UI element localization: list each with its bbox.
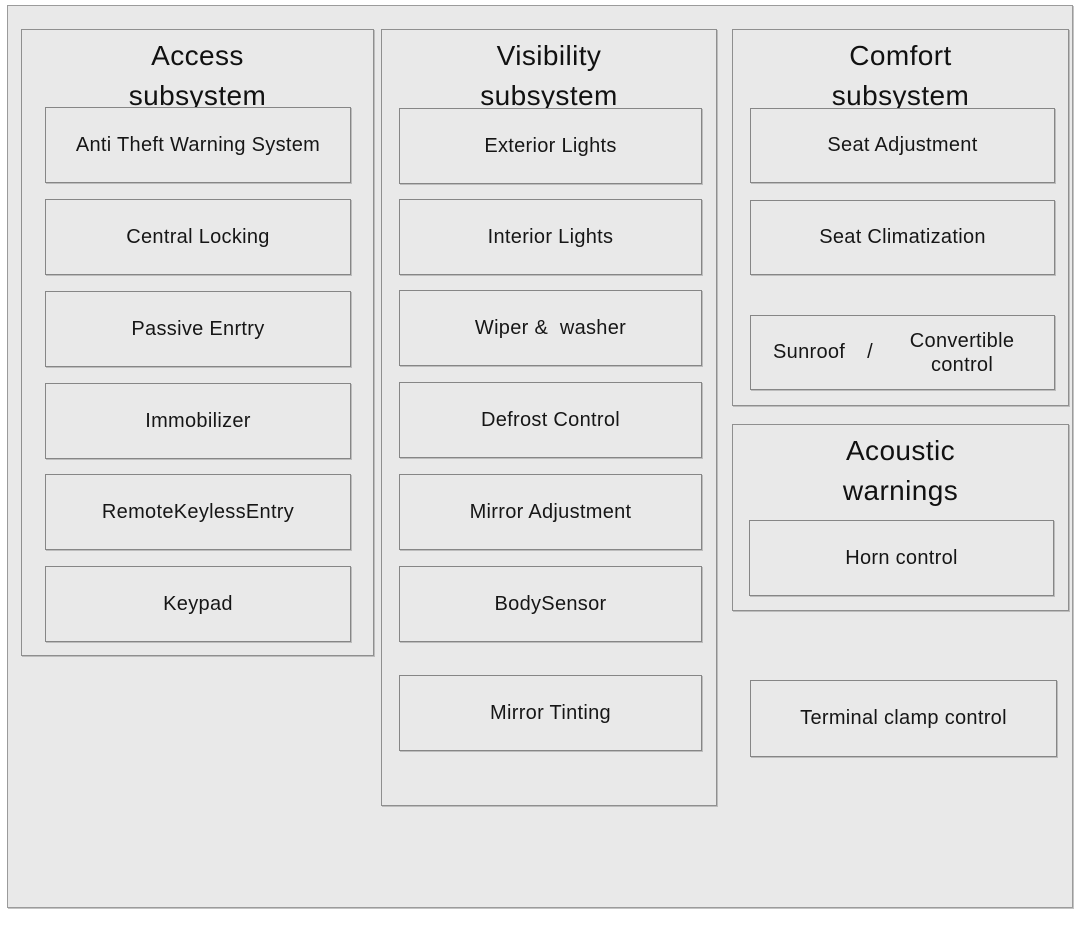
block-label: Central Locking bbox=[126, 225, 270, 248]
block-label: Wiper & washer bbox=[474, 316, 627, 339]
visibility-subsystem-group: Visibility subsystem Exterior Lights Int… bbox=[381, 29, 717, 806]
block-label: Seat Adjustment bbox=[827, 134, 978, 156]
block-mirror-adjustment: Mirror Adjustment bbox=[399, 474, 702, 550]
block-remote-keyless-entry: RemoteKeylessEntry bbox=[45, 474, 351, 550]
block-body-sensor: BodySensor bbox=[399, 566, 702, 642]
diagram-canvas: Access subsystem Anti Theft Warning Syst… bbox=[7, 5, 1073, 908]
block-seat-climatization: Seat Climatization bbox=[750, 200, 1055, 275]
sunroof-label: Sunroof bbox=[773, 341, 846, 363]
access-subsystem-title: Access subsystem bbox=[128, 40, 267, 111]
acoustic-warnings-group: Acoustic warnings Horn control bbox=[732, 424, 1069, 611]
block-label: Mirror Tinting bbox=[490, 701, 611, 724]
block-interior-lights: Interior Lights bbox=[399, 199, 702, 275]
block-label: Passive Enrtry bbox=[131, 317, 265, 340]
block-seat-adjustment: Seat Adjustment bbox=[750, 108, 1055, 183]
block-horn-control: Horn control bbox=[749, 520, 1054, 596]
visibility-subsystem-title: Visibility subsystem bbox=[480, 40, 618, 111]
block-anti-theft-warning-system: Anti Theft Warning System bbox=[45, 107, 351, 183]
block-label: Horn control bbox=[845, 546, 958, 569]
block-label: Exterior Lights bbox=[484, 134, 617, 157]
comfort-subsystem-title: Comfort subsystem bbox=[831, 40, 970, 111]
block-wiper-and-washer: Wiper & washer bbox=[399, 290, 702, 366]
block-label: Keypad bbox=[163, 592, 233, 615]
block-label: BodySensor bbox=[494, 592, 607, 615]
block-terminal-clamp-control: Terminal clamp control bbox=[750, 680, 1057, 757]
block-central-locking: Central Locking bbox=[45, 199, 351, 275]
acoustic-warnings-title: Acoustic warnings bbox=[842, 435, 959, 506]
access-subsystem-group: Access subsystem Anti Theft Warning Syst… bbox=[21, 29, 374, 656]
block-label: Anti Theft Warning System bbox=[75, 133, 321, 156]
block-passive-entry: Passive Enrtry bbox=[45, 291, 351, 367]
block-exterior-lights: Exterior Lights bbox=[399, 108, 702, 184]
convertible-control-label: Convertible control bbox=[909, 329, 1015, 376]
block-label: Defrost Control bbox=[481, 408, 620, 431]
block-label: Seat Climatization bbox=[819, 226, 986, 248]
comfort-subsystem-group: Comfort subsystem Seat Adjustment Seat C… bbox=[732, 29, 1069, 406]
block-sunroof-convertible-control: Sunroof / Convertible control bbox=[750, 315, 1055, 390]
block-label: Mirror Adjustment bbox=[469, 500, 632, 523]
block-immobilizer: Immobilizer bbox=[45, 383, 351, 459]
block-label: RemoteKeylessEntry bbox=[101, 500, 295, 523]
block-mirror-tinting: Mirror Tinting bbox=[399, 675, 702, 751]
block-label: Interior Lights bbox=[487, 225, 614, 248]
block-keypad: Keypad bbox=[45, 566, 351, 642]
block-label: Immobilizer bbox=[145, 409, 251, 432]
slash-separator: / bbox=[867, 341, 874, 363]
block-defrost-control: Defrost Control bbox=[399, 382, 702, 458]
block-label: Terminal clamp control bbox=[800, 707, 1007, 729]
